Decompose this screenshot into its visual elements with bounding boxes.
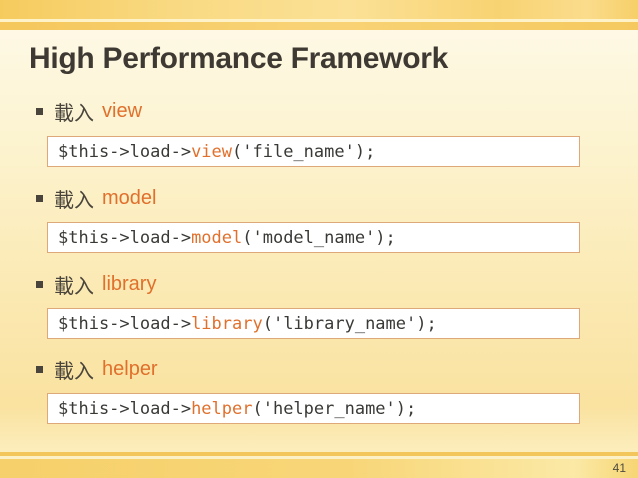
slide-title: High Performance Framework xyxy=(29,42,448,75)
bullet-label-zh: 載入 xyxy=(54,276,94,298)
code-suffix: ('file_name'); xyxy=(232,141,376,162)
page-number: 41 xyxy=(612,461,626,475)
bullet-item-view: 載入 view xyxy=(36,97,142,126)
code-prefix: $this->load-> xyxy=(58,398,192,419)
code-prefix: $this->load-> xyxy=(58,313,192,334)
code-suffix: ('helper_name'); xyxy=(252,398,417,419)
bullet-label-zh: 載入 xyxy=(54,103,94,125)
bullet-label-keyword: view xyxy=(102,100,143,122)
code-box-library: $this->load->library('library_name'); xyxy=(47,308,580,339)
code-box-view: $this->load->view('file_name'); xyxy=(47,136,580,167)
bullet-label-keyword: helper xyxy=(102,358,158,380)
code-keyword: library xyxy=(191,313,263,334)
top-accent-line xyxy=(0,19,638,22)
bullet-square-icon xyxy=(36,281,43,288)
bullet-label-keyword: library xyxy=(102,273,157,295)
code-suffix: ('library_name'); xyxy=(262,313,437,334)
code-keyword: helper xyxy=(191,398,253,419)
bullet-square-icon xyxy=(36,366,43,373)
bullet-item-helper: 載入 helper xyxy=(36,355,158,384)
bullet-square-icon xyxy=(36,108,43,115)
bullet-item-library: 載入 library xyxy=(36,270,156,299)
code-keyword: view xyxy=(191,141,233,162)
top-accent-band-secondary xyxy=(0,22,638,30)
bullet-label-keyword: model xyxy=(102,187,157,209)
code-box-helper: $this->load->helper('helper_name'); xyxy=(47,393,580,424)
code-box-model: $this->load->model('model_name'); xyxy=(47,222,580,253)
code-suffix: ('model_name'); xyxy=(242,227,396,248)
top-accent-band xyxy=(0,0,638,19)
bullet-label-zh: 載入 xyxy=(54,361,94,383)
bottom-accent-line xyxy=(0,456,638,459)
code-prefix: $this->load-> xyxy=(58,227,192,248)
bullet-item-model: 載入 model xyxy=(36,184,156,213)
code-keyword: model xyxy=(191,227,243,248)
bullet-square-icon xyxy=(36,195,43,202)
bottom-accent-strip xyxy=(0,452,638,456)
bottom-accent-band xyxy=(0,459,638,478)
code-prefix: $this->load-> xyxy=(58,141,192,162)
bullet-label-zh: 載入 xyxy=(54,190,94,212)
